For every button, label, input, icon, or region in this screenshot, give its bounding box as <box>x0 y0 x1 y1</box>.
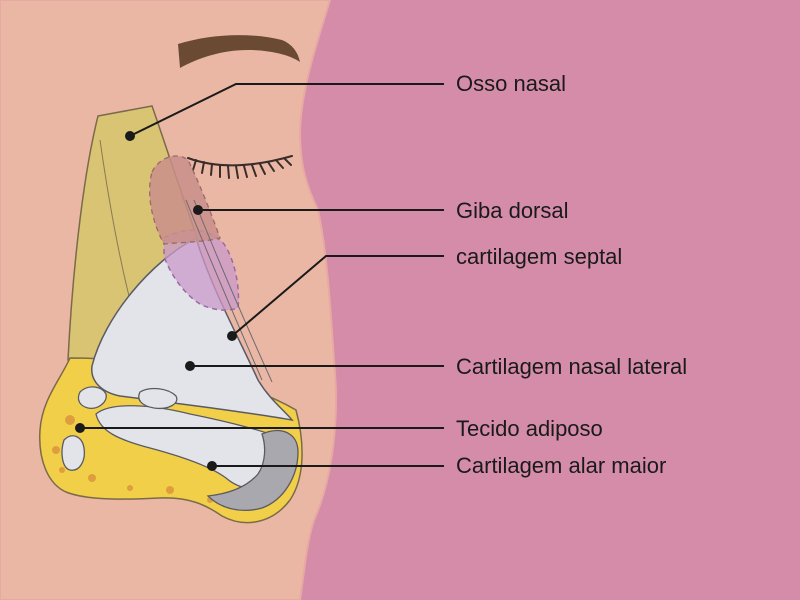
lateral-cartilage <box>91 236 294 422</box>
label-nasal-bone: Osso nasal <box>456 71 567 96</box>
septal-cartilage <box>185 199 273 383</box>
label-alar-cartilage: Cartilagem alar maior <box>456 453 667 478</box>
alar-crus <box>206 429 299 511</box>
dot-fat <box>75 423 85 433</box>
dot-dorsal-hump <box>193 205 203 215</box>
leader-nasal-bone <box>129 83 444 137</box>
dot-septal <box>227 331 237 341</box>
leader-septal <box>231 255 444 337</box>
leader-lines <box>80 83 444 467</box>
eyelashes <box>187 155 293 179</box>
label-dorsal-hump: Giba dorsal <box>456 198 569 223</box>
alar-cartilage <box>61 386 288 489</box>
dot-nasal-bone <box>125 131 135 141</box>
dot-alar <box>207 461 217 471</box>
label-lateral-cartilage: Cartilagem nasal lateral <box>456 354 688 379</box>
label-fat-tissue: Tecido adiposo <box>456 416 603 441</box>
dot-lateral <box>185 361 195 371</box>
leader-dots <box>75 131 237 471</box>
eyebrow <box>178 35 300 68</box>
label-septal-cartilage: cartilagem septal <box>456 244 623 269</box>
